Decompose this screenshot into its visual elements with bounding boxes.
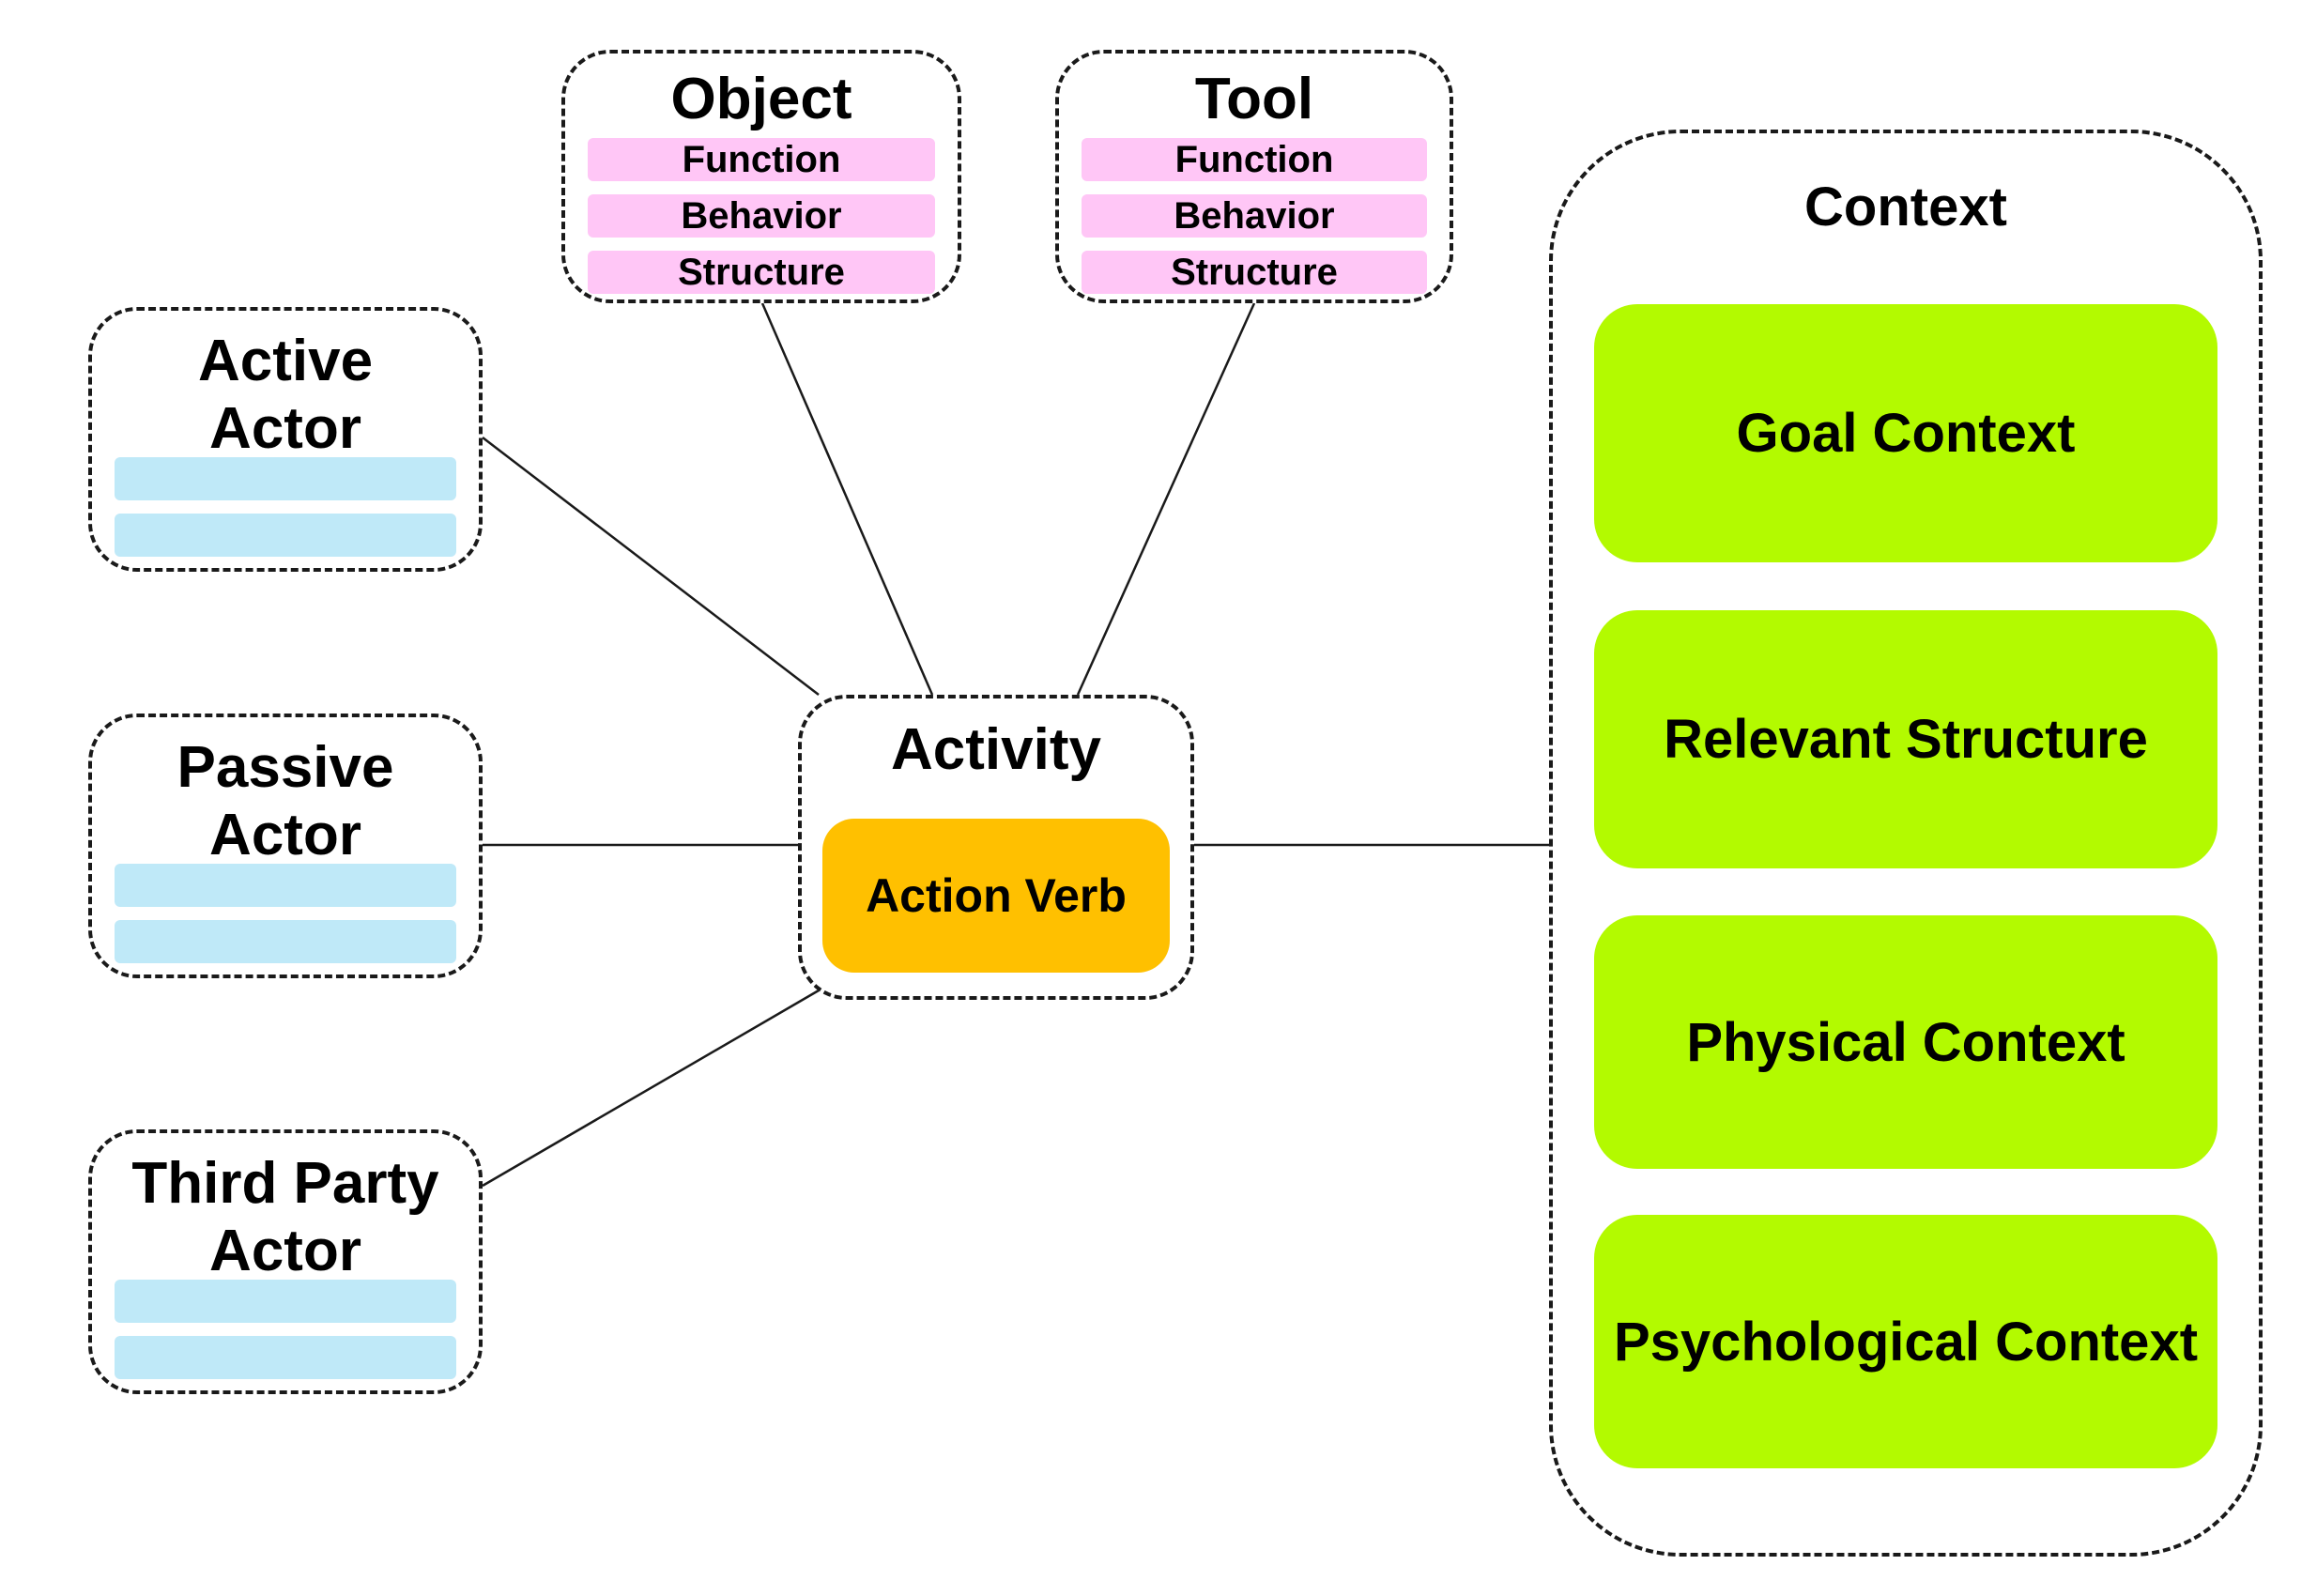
context-title: Context bbox=[1804, 176, 2007, 238]
third-party-actor-title-line1: Third Party bbox=[131, 1151, 439, 1216]
edge-tool-activity bbox=[1076, 302, 1256, 696]
object-structure-row: Structure bbox=[588, 251, 935, 294]
third-party-actor-title-line2: Actor bbox=[209, 1219, 361, 1283]
edge-active-actor-activity bbox=[482, 437, 820, 696]
object-title: Object bbox=[670, 67, 852, 131]
goal-context-box: Goal Context bbox=[1594, 304, 2217, 562]
passive-actor-title-line1: Passive bbox=[176, 735, 394, 800]
actor-attribute-bar bbox=[115, 457, 456, 500]
third-party-actor-box: Third Party Actor bbox=[88, 1129, 483, 1394]
physical-context-box: Physical Context bbox=[1594, 915, 2217, 1169]
actor-attribute-bar bbox=[115, 1336, 456, 1379]
active-actor-title-line1: Active bbox=[197, 329, 374, 393]
object-function-row: Function bbox=[588, 138, 935, 181]
object-behavior-row: Behavior bbox=[588, 194, 935, 238]
actor-attribute-bar bbox=[115, 514, 456, 557]
tool-behavior-row: Behavior bbox=[1082, 194, 1427, 238]
active-actor-box: Active Actor bbox=[88, 307, 483, 572]
action-verb-box: Action Verb bbox=[822, 819, 1170, 973]
active-actor-title-line2: Actor bbox=[209, 396, 361, 461]
context-box: Context Goal Context Relevant Structure … bbox=[1549, 130, 2263, 1557]
actor-attribute-bar bbox=[115, 864, 456, 907]
activity-title: Activity bbox=[891, 717, 1101, 782]
activity-box: Activity Action Verb bbox=[798, 695, 1194, 1000]
actor-attribute-bar bbox=[115, 920, 456, 963]
tool-box: Tool Function Behavior Structure bbox=[1055, 50, 1453, 303]
passive-actor-title-line2: Actor bbox=[209, 803, 361, 867]
edge-object-activity bbox=[760, 302, 934, 696]
edge-third-party-actor-activity bbox=[482, 989, 820, 1188]
tool-function-row: Function bbox=[1082, 138, 1427, 181]
tool-title: Tool bbox=[1194, 67, 1314, 131]
psychological-context-box: Psychological Context bbox=[1594, 1215, 2217, 1468]
passive-actor-box: Passive Actor bbox=[88, 714, 483, 978]
object-box: Object Function Behavior Structure bbox=[561, 50, 961, 303]
actor-attribute-bar bbox=[115, 1280, 456, 1323]
relevant-structure-box: Relevant Structure bbox=[1594, 610, 2217, 868]
tool-structure-row: Structure bbox=[1082, 251, 1427, 294]
